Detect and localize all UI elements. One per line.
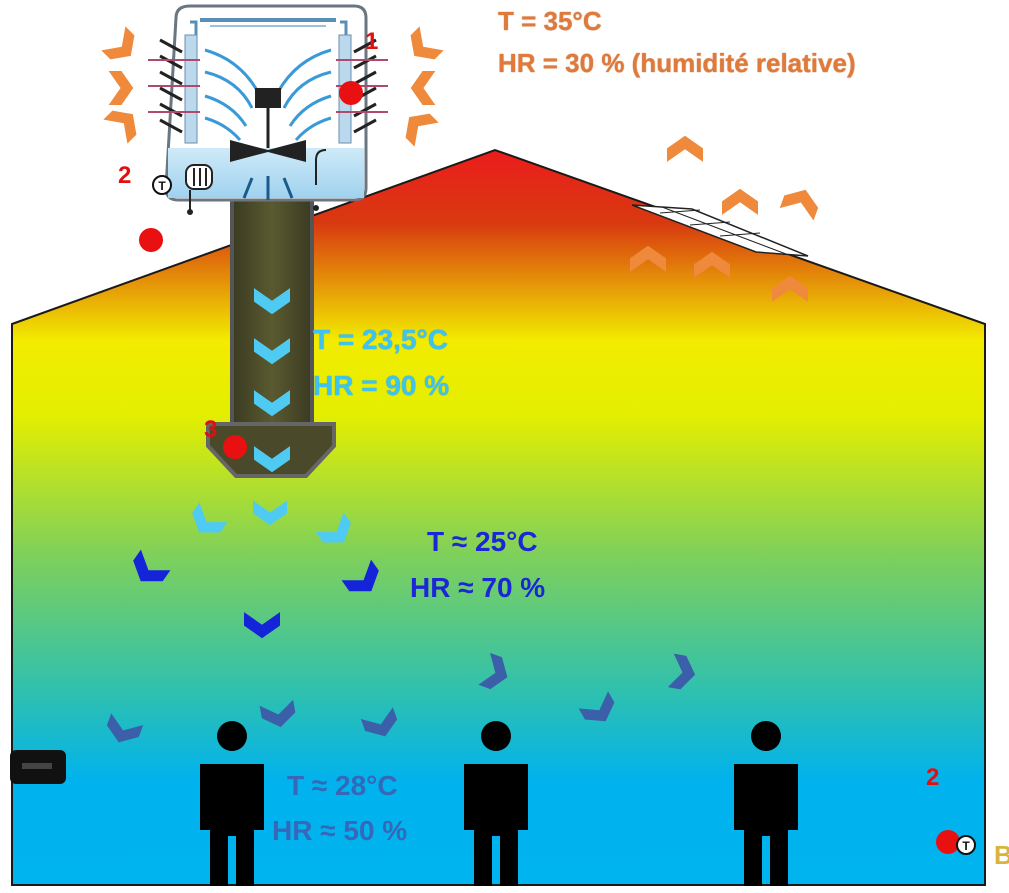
column-humidity: HR = 90 % — [313, 370, 450, 401]
person-figure — [200, 721, 264, 886]
exhaust-air-arrows — [630, 135, 819, 302]
outside-air-arrows — [101, 26, 444, 147]
mixing-temperature: T ≈ 25°C — [427, 526, 538, 557]
orange-arrow-icon — [108, 71, 134, 105]
svg-text:T: T — [158, 179, 166, 193]
room-arrow-icon — [360, 707, 398, 737]
cyan-arrow-icon — [315, 512, 351, 543]
blue-arrow-icon — [341, 559, 379, 592]
temperature-sensor-icon: T — [956, 835, 976, 855]
orange-arrow-icon — [722, 188, 758, 215]
orange-arrow-icon — [410, 71, 436, 105]
cyan-arrow-icon — [253, 500, 287, 526]
cyan-arrow-icon — [254, 338, 290, 365]
orange-arrow-icon — [103, 110, 137, 144]
cyan-arrow-icon — [254, 446, 290, 473]
mixing-humidity: HR ≈ 70 % — [410, 572, 546, 603]
svg-text:T: T — [962, 839, 970, 853]
outside-humidity: HR = 30 % (humidité relative) — [498, 48, 856, 78]
marker-2-inside: 2 — [926, 764, 940, 791]
column-temperature: T = 23,5°C — [313, 324, 448, 355]
orange-arrow-icon — [772, 275, 808, 302]
measure-point-1 — [339, 81, 363, 105]
cropped-text: B — [994, 840, 1009, 870]
room-air-arrows — [106, 652, 696, 743]
orange-arrow-icon — [101, 26, 135, 60]
mixing-air-arrows — [133, 549, 379, 639]
temperature-sensor-icon: T — [152, 175, 172, 195]
room-arrow-icon — [259, 699, 296, 728]
cooled-air-arrows — [192, 288, 351, 543]
orange-arrow-icon — [694, 251, 730, 278]
cyan-arrow-icon — [254, 390, 290, 417]
blue-arrow-icon — [244, 612, 280, 639]
cyan-arrow-icon — [192, 502, 228, 533]
room-arrow-icon — [667, 653, 696, 690]
evaporative-cooler — [148, 4, 388, 215]
marker-1: 1 — [365, 28, 379, 55]
orange-arrow-icon — [779, 189, 819, 221]
outside-temperature: T = 35°C — [498, 6, 602, 36]
measure-point-3 — [223, 435, 247, 459]
room-arrow-icon — [106, 713, 144, 743]
person-figure — [734, 721, 798, 886]
person-figure — [464, 721, 528, 886]
measure-point-2-inside — [936, 830, 960, 854]
orange-arrow-icon — [405, 113, 439, 147]
cyan-arrow-icon — [254, 288, 290, 315]
air-duct — [206, 168, 336, 478]
orange-arrow-icon — [630, 245, 666, 272]
roof-vent — [631, 204, 809, 257]
orange-arrow-icon — [410, 26, 444, 60]
marker-3: 3 — [204, 416, 218, 443]
room-arrow-icon — [578, 691, 615, 722]
room-temperature: T ≈ 28°C — [287, 770, 398, 801]
measure-point-2-outside — [139, 228, 163, 252]
room-arrow-icon — [478, 652, 508, 690]
water-pump — [185, 164, 213, 215]
marker-2-outside: 2 — [118, 162, 132, 189]
room-humidity: HR ≈ 50 % — [272, 815, 408, 846]
orange-arrow-icon — [667, 135, 703, 162]
blue-arrow-icon — [133, 549, 171, 582]
